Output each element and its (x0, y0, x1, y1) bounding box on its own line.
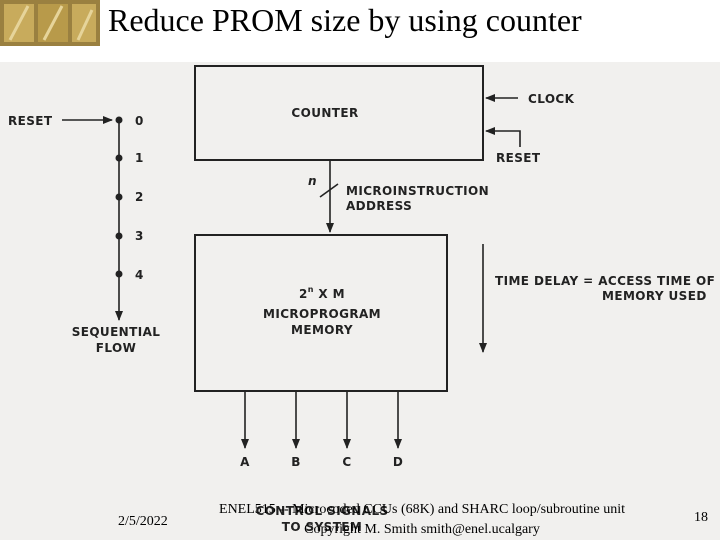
to-system-label: TO SYSTEM (282, 520, 362, 534)
counter-label: COUNTER (291, 106, 358, 120)
step-dot-0 (115, 116, 123, 124)
bus-width-slash (319, 183, 339, 198)
output-label-b: B (291, 455, 301, 469)
footer-date: 2/5/2022 (118, 514, 168, 529)
step-label-2: 2 (135, 190, 144, 204)
bus-width-label: n (308, 174, 317, 188)
output-label-d: D (393, 455, 403, 469)
step-dot-4 (115, 270, 123, 278)
time-delay-label: TIME DELAY = ACCESS TIME OF (495, 274, 715, 288)
address-label: ADDRESS (346, 199, 412, 213)
memory-size-width: X M (314, 287, 345, 301)
corner-logo-icon (0, 0, 100, 46)
step-dot-1 (115, 154, 123, 162)
microprogram-label: MICROPROGRAM (263, 307, 381, 321)
output-label-c: C (342, 455, 351, 469)
memory-size-base: 2 (299, 287, 308, 301)
memory-size-exponent: n (308, 285, 314, 294)
left-reset-label: RESET (8, 114, 53, 128)
step-dot-3 (115, 232, 123, 240)
clock-label: CLOCK (528, 92, 575, 106)
page-number: 18 (694, 510, 708, 525)
slide-title: Reduce PROM size by using counter (108, 2, 582, 38)
footer-text: ENEL515 -- Microcoded CCUs (68K) and SHA… (212, 500, 632, 540)
memory-size-label: 2n X M (299, 285, 345, 301)
flow-label: FLOW (96, 341, 136, 355)
microinstruction-label: MICROINSTRUCTION (346, 184, 489, 198)
output-label-a: A (240, 455, 250, 469)
microprogram-memory-box (194, 234, 448, 392)
step-label-1: 1 (135, 151, 144, 165)
step-dot-2 (115, 193, 123, 201)
sequential-label: SEQUENTIAL (72, 325, 161, 339)
counter-box (194, 65, 484, 161)
control-signals-label: CONTROL SIGNALS (255, 504, 388, 518)
reset-label: RESET (496, 151, 541, 165)
step-label-3: 3 (135, 229, 144, 243)
footer-copyright-line: Copyright M. Smith smith@enel.ucalgary (304, 522, 540, 537)
footer-course-line: ENEL515 -- Microcoded CCUs (68K) and SHA… (219, 502, 625, 517)
memory-label: MEMORY (291, 323, 353, 337)
step-label-0: 0 (135, 114, 144, 128)
reset-arrow (485, 127, 521, 147)
step-label-4: 4 (135, 268, 144, 282)
scanned-figure-background (0, 62, 720, 540)
memory-used-label: MEMORY USED (602, 289, 707, 303)
